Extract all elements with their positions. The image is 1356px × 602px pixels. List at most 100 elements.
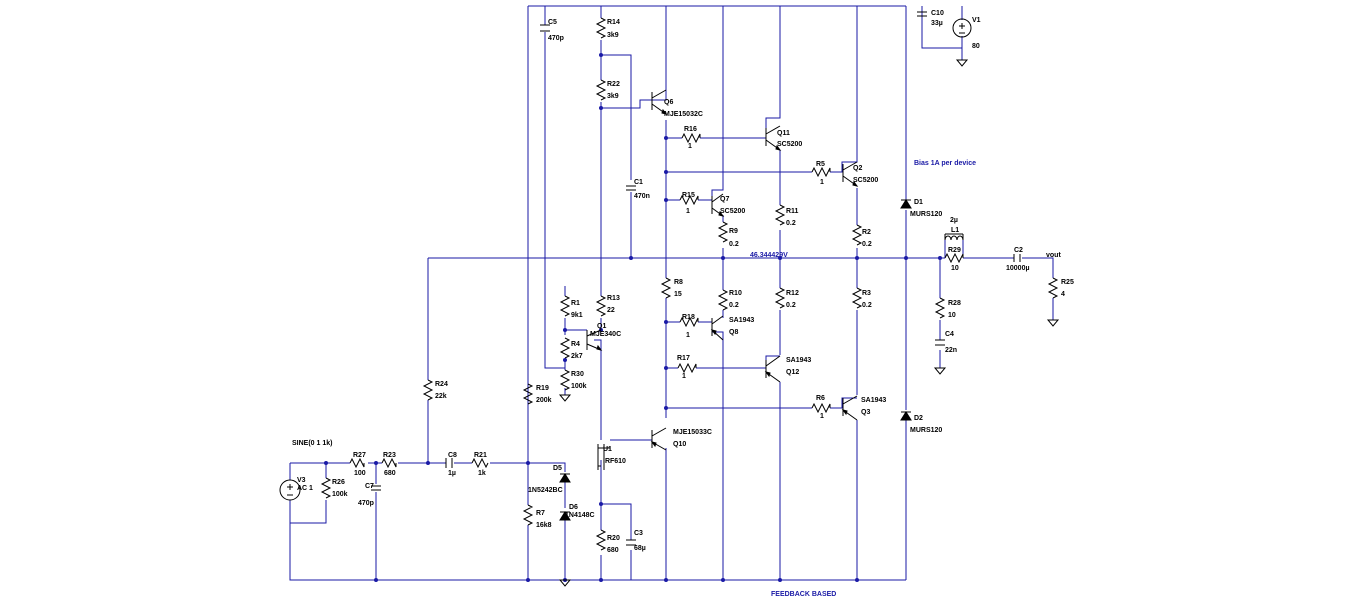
- label-r23-name: R23: [383, 452, 396, 459]
- label-d6-value: 1N4148C: [565, 512, 595, 519]
- label-r25-value: 4: [1061, 291, 1065, 298]
- label-r27-value: 100: [354, 470, 366, 477]
- label-r16-name: R16: [684, 126, 697, 133]
- label-d5-value: 1N5242BC: [528, 487, 563, 494]
- label-r8-value: 15: [674, 291, 682, 298]
- vout-label: vout: [1046, 252, 1061, 259]
- label-r3-name: R3: [862, 290, 871, 297]
- label-d1-name: D1: [914, 199, 923, 206]
- label-u1-name: U1: [603, 446, 612, 453]
- label-r29-value: 10: [951, 265, 959, 272]
- label-d2-name: D2: [914, 415, 923, 422]
- voltage-sources: [279, 18, 972, 501]
- label-r7-value: 16k8: [536, 522, 552, 529]
- label-v1-value: 80: [972, 43, 980, 50]
- wires: [289, 5, 1054, 581]
- label-r14-value: 3k9: [607, 32, 619, 39]
- label-d2-value: MURS120: [910, 427, 942, 434]
- label-q1-name: Q1: [597, 323, 606, 330]
- label-r30-name: R30: [571, 371, 584, 378]
- label-r19-value: 200k: [536, 397, 552, 404]
- label-r30-value: 100k: [571, 383, 587, 390]
- label-q11-value: SC5200: [777, 141, 802, 148]
- label-v1-name: V1: [972, 17, 981, 24]
- component-labels: C5 470p R14 3k9 R22 3k9 Q6 MJE15032C R16…: [297, 10, 1074, 554]
- label-c4-value: 22n: [945, 347, 957, 354]
- label-q6-value: MJE15032C: [664, 111, 703, 118]
- label-v3-name: V3: [297, 477, 306, 484]
- label-c2-name: C2: [1014, 247, 1023, 254]
- label-r27-name: R27: [353, 452, 366, 459]
- label-q1-value: MJE340C: [590, 331, 621, 338]
- label-q11-name: Q11: [777, 130, 790, 137]
- label-r24-value: 22k: [435, 393, 447, 400]
- label-c4-name: C4: [945, 331, 954, 338]
- label-r2-name: R2: [862, 229, 871, 236]
- label-q7-name: Q7: [720, 196, 729, 203]
- label-r21-value: 1k: [478, 470, 486, 477]
- label-q10-value: MJE15033C: [673, 429, 712, 436]
- label-r14-name: R14: [607, 19, 620, 26]
- label-r26-value: 100k: [332, 491, 348, 498]
- label-r29-name: R29: [948, 247, 961, 254]
- label-q12-name: Q12: [786, 369, 799, 376]
- label-r26-name: R26: [332, 479, 345, 486]
- label-d5-name: D5: [553, 465, 562, 472]
- label-r4-name: R4: [571, 341, 580, 348]
- label-q2-name: Q2: [853, 165, 862, 172]
- feedback-note: FEEDBACK BASED: [771, 591, 836, 598]
- label-u1-value: IRF610: [603, 458, 626, 465]
- label-l1-value: 2µ: [950, 217, 958, 224]
- label-c5-value: 470p: [548, 35, 564, 42]
- label-c3-name: C3: [634, 530, 643, 537]
- resistor-symbols: [320, 17, 1059, 551]
- label-r9-name: R9: [729, 228, 738, 235]
- label-r4-value: 2k7: [571, 353, 583, 360]
- label-r13-value: 22: [607, 307, 615, 314]
- node-voltage-label: 46.344429V: [750, 252, 788, 259]
- label-r23-value: 680: [384, 470, 396, 477]
- label-r1-value: 9k1: [571, 312, 583, 319]
- label-r5-value: 1: [820, 179, 824, 186]
- capacitor-symbols: [371, 11, 1021, 546]
- label-r12-value: 0.2: [786, 302, 796, 309]
- label-r19-name: R19: [536, 385, 549, 392]
- label-q7-value: SC5200: [720, 208, 745, 215]
- label-c10-value: 33µ: [931, 20, 943, 27]
- bias-note: Bias 1A per device: [914, 160, 976, 167]
- label-c5-name: C5: [548, 19, 557, 26]
- label-q6-name: Q6: [664, 99, 673, 106]
- label-r13-name: R13: [607, 295, 620, 302]
- label-r8-name: R8: [674, 279, 683, 286]
- label-r10-name: R10: [729, 290, 742, 297]
- label-r17-value: 1: [682, 373, 686, 380]
- label-v3-value: AC 1: [297, 485, 313, 492]
- label-q3-value: SA1943: [861, 397, 886, 404]
- label-c8-name: C8: [448, 452, 457, 459]
- label-c1-value: 470n: [634, 193, 650, 200]
- label-r12-name: R12: [786, 290, 799, 297]
- label-q8-value: SA1943: [729, 317, 754, 324]
- label-q8-name: Q8: [729, 329, 738, 336]
- label-r28-name: R28: [948, 300, 961, 307]
- label-r16-value: 1: [688, 143, 692, 150]
- label-l1-name: L1: [951, 227, 959, 234]
- label-r24-name: R24: [435, 381, 448, 388]
- label-r21-name: R21: [474, 452, 487, 459]
- label-r1-name: R1: [571, 300, 580, 307]
- label-c2-value: 10000µ: [1006, 265, 1030, 272]
- label-c1-name: C1: [634, 179, 643, 186]
- label-c7-name: C7: [365, 483, 374, 490]
- label-r15-name: R15: [682, 192, 695, 199]
- label-r2-value: 0.2: [862, 241, 872, 248]
- label-r6-name: R6: [816, 395, 825, 402]
- label-c3-value: 68µ: [634, 545, 646, 552]
- label-q12-value: SA1943: [786, 357, 811, 364]
- label-r28-value: 10: [948, 312, 956, 319]
- label-q10-name: Q10: [673, 441, 686, 448]
- label-r3-value: 0.2: [862, 302, 872, 309]
- label-c10-name: C10: [931, 10, 944, 17]
- label-r17-name: R17: [677, 355, 690, 362]
- label-r6-value: 1: [820, 413, 824, 420]
